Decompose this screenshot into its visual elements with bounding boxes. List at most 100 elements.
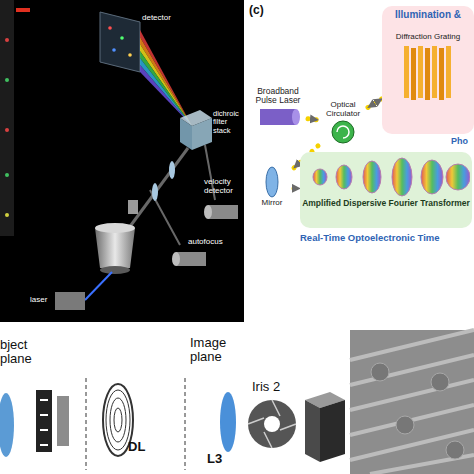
plane-label: Image plane (190, 336, 242, 365)
autofocus-unit (176, 252, 206, 266)
node-text: Diffraction Grating (396, 33, 460, 42)
detector-face (204, 205, 212, 219)
spectrum-ray (140, 37, 192, 126)
grating-ridge (418, 46, 423, 98)
grating-ridge (411, 48, 416, 100)
laser-source: Broadband Pulse Laser (248, 84, 308, 146)
micrograph-cell (371, 363, 389, 381)
circulator-arrow (337, 126, 349, 138)
objective-tip (100, 266, 130, 274)
cell-dot (5, 78, 9, 82)
spectrum-ray (140, 44, 192, 126)
objective-top (95, 223, 135, 233)
part-label: dichroic filter stack (213, 110, 245, 135)
dispersive-element (336, 165, 352, 189)
laser-box (55, 292, 85, 310)
cube-side (180, 118, 192, 150)
camera-front (320, 400, 345, 462)
circulator-body (329, 119, 357, 145)
part-label: laser (30, 296, 47, 305)
circulator-disk (332, 121, 354, 143)
laser-beam (85, 272, 112, 300)
grating-body (398, 42, 458, 104)
iris (248, 400, 296, 448)
mask-slit (40, 399, 48, 401)
iris-blade (248, 400, 296, 448)
plane-marker (185, 378, 186, 470)
pixel-dot (108, 26, 112, 30)
lens (169, 161, 175, 179)
pixel-dot (112, 48, 116, 52)
laser-cylinder (260, 109, 296, 125)
illumination-region: Illumination & Diffraction Grating (382, 6, 474, 134)
lens (152, 183, 158, 201)
detector-chip (100, 12, 140, 72)
cell-dot (5, 213, 9, 217)
grating-ridge (425, 48, 430, 100)
filter-plate (128, 200, 138, 214)
grating-ridge (404, 46, 409, 98)
dispersive-element (313, 169, 327, 185)
part-label: detector (142, 14, 171, 23)
plane-label: bject plane (0, 338, 44, 367)
dispersive-element (421, 160, 443, 194)
red-bar (16, 8, 30, 12)
zone-ring (106, 390, 130, 450)
dispersive-element (392, 158, 412, 196)
mask-slit (40, 429, 48, 431)
cube-front (192, 118, 212, 150)
object-mask (36, 390, 52, 452)
zone-ring (110, 398, 126, 442)
part-label: L3 (207, 452, 222, 466)
grating-ridge (432, 46, 437, 98)
spectrum-ray (140, 30, 192, 126)
sample-plate (57, 396, 69, 446)
lens (0, 393, 14, 457)
dispersive-element (446, 164, 470, 190)
lens (220, 392, 236, 452)
iris-aperture (264, 416, 280, 432)
laser-body (254, 106, 302, 128)
grating-ridge (439, 48, 444, 100)
diffraction-grating: Diffraction Grating (392, 30, 464, 126)
mirror-disk (266, 167, 278, 197)
cell-dot (5, 173, 9, 177)
node-text: Illumination & (395, 9, 461, 20)
fourier-transformer: Amplified Dispersive Fourier Transformer (300, 152, 472, 228)
part-label: Pho (451, 137, 468, 147)
part-label: autofocus (188, 238, 223, 247)
pixel-dot (128, 53, 132, 57)
zone-ring (114, 408, 122, 432)
mask-slit (40, 444, 48, 446)
node-text: Mirror (262, 199, 283, 208)
dispersive-element (363, 161, 381, 193)
velocity-detector (208, 205, 238, 219)
transformer-optics (302, 155, 470, 199)
node-text: Optical Circulator (318, 101, 368, 119)
plane-marker (86, 378, 87, 470)
spectrum-ray (140, 58, 192, 126)
optical-circulator: Optical Circulator (318, 98, 368, 148)
image-strip (0, 0, 14, 236)
spectrum-ray (140, 51, 192, 126)
light-beam (368, 99, 382, 108)
mask-slit (40, 414, 48, 416)
grating-ridge (446, 46, 451, 98)
node-text: Amplified Dispersive Fourier Transformer (302, 199, 470, 208)
part-label: Iris 2 (252, 380, 280, 394)
micrograph-stripe (350, 330, 474, 474)
pixel-dot (120, 36, 124, 40)
objective-lens (95, 228, 135, 268)
light-beam (308, 119, 318, 120)
micrograph (350, 330, 474, 474)
panel-letter: (c) (249, 4, 264, 17)
cell-dot (5, 38, 9, 42)
mirror-body (262, 165, 282, 199)
part-label: DL (128, 440, 145, 454)
micrograph-cell (446, 441, 464, 459)
camera-side (305, 400, 320, 462)
mirror: Mirror (250, 162, 294, 214)
micrograph-cell (431, 373, 449, 391)
